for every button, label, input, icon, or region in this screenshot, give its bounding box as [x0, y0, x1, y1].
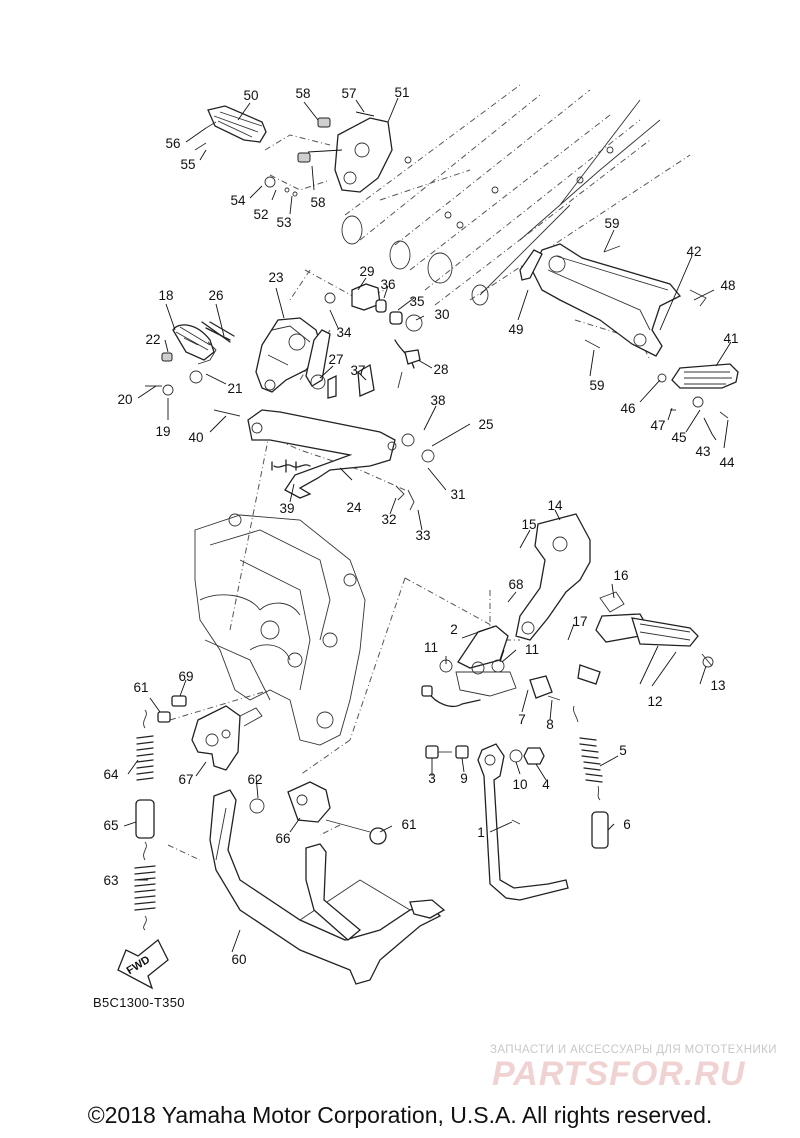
callout-43: 43 [695, 444, 710, 459]
fwd-arrow: FWD [117, 938, 169, 990]
callout-9: 9 [460, 771, 468, 786]
callout-58-bottom: 58 [310, 195, 325, 210]
callout-59-bottom: 59 [589, 378, 604, 393]
callout-11-right: 11 [525, 642, 539, 657]
callout-33: 33 [415, 528, 430, 543]
main-frame [194, 513, 366, 746]
callout-62: 62 [247, 772, 262, 787]
callout-16: 16 [613, 568, 628, 583]
callout-45: 45 [671, 430, 686, 445]
callout-60: 60 [231, 952, 246, 967]
leader-lines [123, 97, 732, 953]
callout-58-top: 58 [295, 86, 310, 101]
callout-25: 25 [478, 417, 493, 432]
callout-28: 28 [433, 362, 448, 377]
sidestand-assembly [421, 513, 714, 901]
callout-44: 44 [719, 455, 735, 470]
copyright-notice: ©2018 Yamaha Motor Corporation, U.S.A. A… [87, 1102, 713, 1128]
callout-63: 63 [103, 873, 118, 888]
watermark-logo: PARTSFOR.RU [492, 1055, 746, 1093]
callout-27: 27 [328, 352, 343, 367]
callout-39: 39 [279, 501, 294, 516]
callout-36: 36 [380, 277, 395, 292]
callout-64: 64 [103, 767, 119, 782]
callout-56: 56 [165, 136, 180, 151]
callout-38: 38 [430, 393, 445, 408]
passenger-footrest-assembly [519, 243, 739, 419]
brake-pedal-assembly [145, 283, 435, 511]
callout-13: 13 [710, 678, 725, 693]
callout-55: 55 [180, 157, 195, 172]
callout-34: 34 [336, 325, 352, 340]
callout-35: 35 [409, 294, 424, 309]
callout-18: 18 [158, 288, 173, 303]
callout-46: 46 [620, 401, 635, 416]
callout-69: 69 [178, 669, 193, 684]
rider-footrest-assembly [194, 105, 393, 197]
callout-30: 30 [434, 307, 449, 322]
callout-7: 7 [518, 712, 526, 727]
callout-11-left: 11 [424, 640, 438, 655]
callout-15: 15 [521, 517, 536, 532]
diagram-code: B5C1300-T350 [93, 995, 185, 1010]
callout-50: 50 [243, 88, 258, 103]
callout-4: 4 [542, 777, 550, 792]
callout-51: 51 [394, 85, 409, 100]
callout-3: 3 [428, 771, 436, 786]
centerstand-assembly [134, 695, 446, 985]
callout-31: 31 [450, 487, 465, 502]
callout-21: 21 [227, 381, 242, 396]
callout-54: 54 [230, 193, 246, 208]
callout-41: 41 [723, 331, 738, 346]
callout-47: 47 [650, 418, 665, 433]
callout-14: 14 [547, 498, 563, 513]
watermark-tagline: ЗАПЧАСТИ И АКСЕССУАРЫ ДЛЯ МОТОТЕХНИКИ [490, 1044, 777, 1056]
callout-26: 26 [208, 288, 223, 303]
callout-24: 24 [346, 500, 362, 515]
callout-6: 6 [623, 817, 631, 832]
callout-68: 68 [508, 577, 523, 592]
callout-37: 37 [350, 363, 365, 378]
callout-2: 2 [450, 622, 458, 637]
rear-subframe [341, 84, 691, 306]
callout-29: 29 [359, 264, 374, 279]
callout-57: 57 [341, 86, 356, 101]
callout-61-left: 61 [133, 680, 148, 695]
callout-20: 20 [117, 392, 132, 407]
connection-lines [167, 134, 651, 861]
callout-42: 42 [686, 244, 701, 259]
callout-labels: 1 2 3 4 5 6 7 8 9 10 11 11 12 13 14 15 1… [103, 85, 738, 967]
callout-66: 66 [275, 831, 290, 846]
callout-53: 53 [276, 215, 291, 230]
callout-52: 52 [253, 207, 268, 222]
callout-10: 10 [512, 777, 527, 792]
callout-5: 5 [619, 743, 627, 758]
callout-67: 67 [178, 772, 193, 787]
callout-65: 65 [103, 818, 118, 833]
callout-22: 22 [145, 332, 160, 347]
callout-12: 12 [647, 694, 662, 709]
callout-32: 32 [381, 512, 396, 527]
callout-40: 40 [188, 430, 203, 445]
callout-61-right: 61 [401, 817, 416, 832]
callout-8: 8 [546, 717, 554, 732]
callout-17: 17 [572, 614, 587, 629]
callout-1: 1 [477, 825, 485, 840]
callout-49: 49 [508, 322, 523, 337]
callout-19: 19 [155, 424, 170, 439]
callout-23: 23 [268, 270, 283, 285]
callout-59-top: 59 [604, 216, 619, 231]
callout-48: 48 [720, 278, 735, 293]
